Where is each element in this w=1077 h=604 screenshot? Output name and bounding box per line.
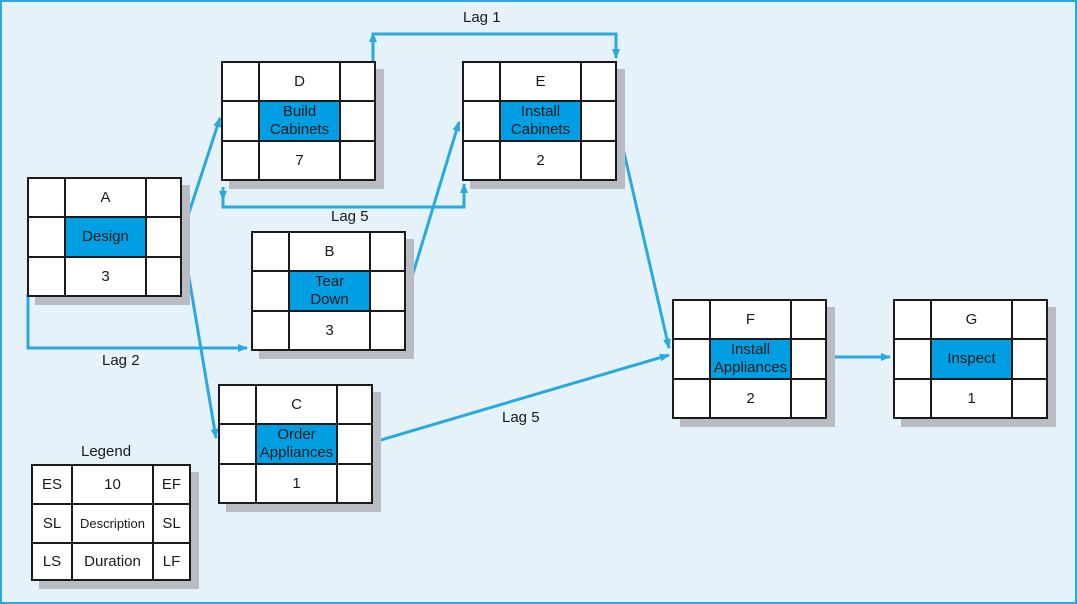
activity-duration: 2 bbox=[536, 151, 545, 169]
legend-ls: LS bbox=[42, 552, 62, 570]
legend: ES 10 EF SL Description SL LS Duration L… bbox=[31, 464, 199, 589]
activity-description: Install Appliances bbox=[711, 340, 790, 378]
activity-duration: 1 bbox=[967, 389, 976, 407]
legend-sl-right: SL bbox=[162, 514, 181, 532]
lag-label-a-b: Lag 2 bbox=[102, 352, 140, 369]
activity-node-f: F Install Appliances 2 bbox=[672, 299, 835, 427]
legend-duration: Duration bbox=[84, 552, 141, 570]
activity-description: Inspect bbox=[932, 340, 1011, 378]
activity-node-e: E Install Cabinets 2 bbox=[462, 61, 625, 189]
activity-id: D bbox=[294, 72, 305, 90]
activity-duration: 1 bbox=[292, 474, 301, 492]
lag-label-d-e-top: Lag 1 bbox=[463, 9, 501, 26]
activity-node-g: G Inspect 1 bbox=[893, 299, 1056, 427]
activity-id: G bbox=[965, 310, 978, 328]
arrow-b-to-e bbox=[406, 121, 461, 291]
activity-node-a: A Design 3 bbox=[27, 177, 190, 305]
activity-description: Design bbox=[66, 218, 145, 256]
activity-node-d: D Build Cabinets 7 bbox=[221, 61, 384, 189]
activity-description: Install Cabinets bbox=[501, 102, 580, 140]
lag-label-d-e-bottom: Lag 5 bbox=[331, 208, 369, 225]
activity-duration: 2 bbox=[746, 389, 755, 407]
arrow-c-to-f bbox=[373, 353, 670, 444]
legend-es: ES bbox=[41, 475, 62, 493]
activity-duration: 3 bbox=[325, 321, 334, 339]
arrow-a-to-b-lag bbox=[26, 294, 248, 352]
legend-title: Legend bbox=[81, 443, 132, 460]
activity-duration: 7 bbox=[295, 151, 304, 169]
activity-id: E bbox=[535, 72, 546, 90]
activity-id: A bbox=[100, 188, 111, 206]
legend-lf: LF bbox=[162, 552, 181, 570]
activity-node-c: C Order Appliances 1 bbox=[218, 384, 381, 512]
activity-id: B bbox=[324, 242, 335, 260]
activity-duration: 3 bbox=[101, 267, 110, 285]
arrow-d-to-e-lag-top bbox=[371, 32, 620, 62]
activity-description: Build Cabinets bbox=[260, 102, 339, 140]
legend-early-value: 10 bbox=[104, 475, 121, 493]
activity-node-b: B Tear Down 3 bbox=[251, 231, 414, 359]
legend-sl-left: SL bbox=[42, 514, 62, 532]
legend-ef: EF bbox=[161, 475, 182, 493]
legend-description: Description bbox=[79, 515, 146, 531]
activity-id: C bbox=[291, 395, 302, 413]
activity-id: F bbox=[745, 310, 756, 328]
activity-description: Order Appliances bbox=[257, 425, 336, 463]
activity-description: Tear Down bbox=[290, 272, 369, 310]
arrow-e-to-f bbox=[615, 121, 671, 349]
lag-label-c-f: Lag 5 bbox=[502, 409, 540, 426]
